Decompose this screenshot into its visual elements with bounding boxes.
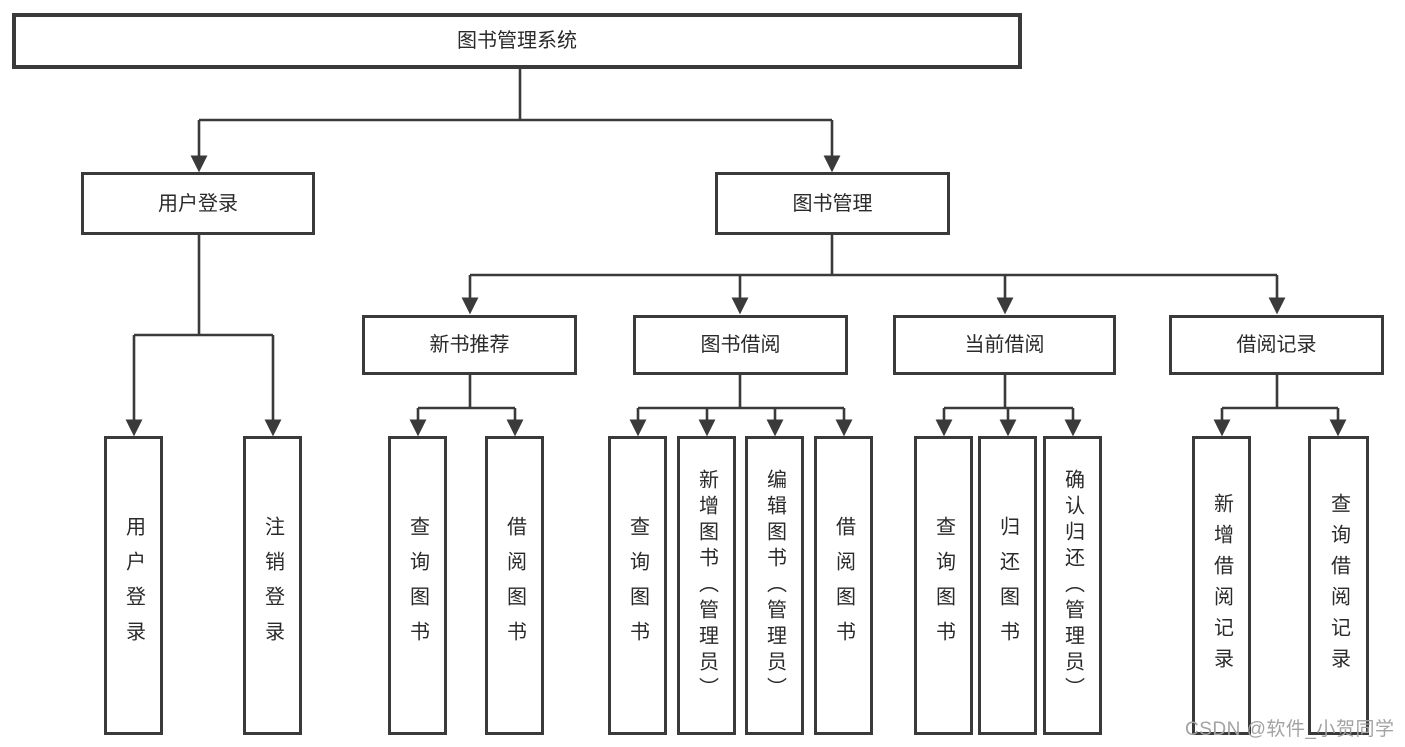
- node-library-management-system: 图书管理系统: [12, 13, 1022, 69]
- node-label: 归还图书: [996, 515, 1019, 656]
- node-label: 编辑图书（管理员）: [763, 468, 786, 703]
- node-label: 新书推荐: [429, 334, 510, 356]
- node-label: 查询图书: [406, 515, 429, 656]
- leaf-add-borrow-record: 新增借阅记录: [1192, 436, 1251, 735]
- leaf-logout: 注销登录: [243, 436, 302, 735]
- leaf-confirm-return-admin: 确认归还（管理员）: [1043, 436, 1102, 735]
- node-label: 注销登录: [261, 515, 284, 656]
- node-label: 确认归还（管理员）: [1061, 468, 1084, 703]
- leaf-query-borrow-record: 查询借阅记录: [1308, 436, 1369, 735]
- node-label: 当前借阅: [964, 334, 1045, 356]
- node-label: 借阅图书: [503, 515, 526, 656]
- node-current-borrow: 当前借阅: [893, 315, 1116, 375]
- node-book-borrow: 图书借阅: [633, 315, 848, 375]
- node-new-book-recommend: 新书推荐: [362, 315, 577, 375]
- node-label: 用户登录: [158, 192, 238, 215]
- leaf-edit-book-admin: 编辑图书（管理员）: [745, 436, 804, 735]
- node-book-management: 图书管理: [715, 172, 950, 235]
- node-label: 图书管理系统: [457, 30, 577, 52]
- node-label: 图书借阅: [700, 334, 781, 356]
- node-label: 新增借阅记录: [1210, 492, 1233, 679]
- node-label: 查询图书: [626, 515, 649, 656]
- leaf-borrow-books: 借阅图书: [814, 436, 873, 735]
- node-label: 借阅记录: [1236, 334, 1317, 356]
- leaf-borrow-books-recommend: 借阅图书: [485, 436, 544, 735]
- leaf-return-book: 归还图书: [978, 436, 1037, 735]
- node-label: 新增图书（管理员）: [695, 468, 718, 703]
- leaf-query-books-recommend: 查询图书: [388, 436, 447, 735]
- node-label: 图书管理: [792, 192, 873, 215]
- leaf-add-book-admin: 新增图书（管理员）: [677, 436, 736, 735]
- node-user-login: 用户登录: [81, 172, 315, 235]
- node-label: 用户登录: [122, 515, 145, 656]
- leaf-user-login: 用户登录: [104, 436, 163, 735]
- node-label: 查询图书: [932, 515, 955, 656]
- node-borrow-records: 借阅记录: [1169, 315, 1384, 375]
- csdn-watermark: CSDN @软件_小贺同学: [1185, 719, 1395, 740]
- node-label: 借阅图书: [832, 515, 855, 656]
- leaf-query-books-borrow: 查询图书: [608, 436, 667, 735]
- leaf-query-books-current: 查询图书: [914, 436, 973, 735]
- node-label: 查询借阅记录: [1327, 492, 1350, 679]
